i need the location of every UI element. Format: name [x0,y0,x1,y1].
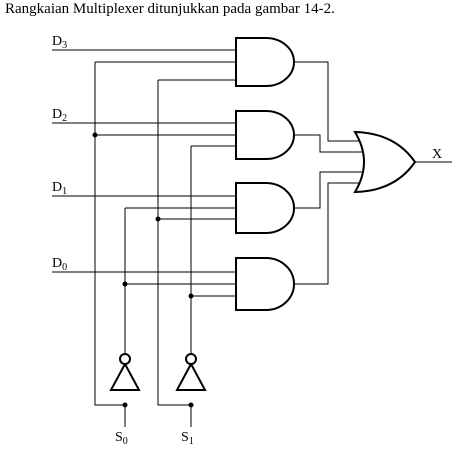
figure-caption: Rangkaian Multiplexer ditunjukkan pada g… [5,1,335,17]
junction-dot [92,132,98,138]
junction-dot [188,402,194,408]
not-gate-s1-bubble [185,353,197,365]
label-d0: D0 [52,256,67,273]
and1-to-or [294,61,362,142]
or-gate [353,130,417,194]
and3-to-or [294,171,366,209]
junction-dot [188,293,194,299]
label-d3: D3 [52,34,67,51]
label-d2: D2 [52,107,67,124]
not-gate-s1 [175,361,207,391]
and-gate-4 [235,257,295,311]
not-gate-s0 [109,361,141,391]
junction-dot [122,402,128,408]
and4-to-or [294,182,362,285]
and2-to-or [294,134,366,153]
and-gate-3 [235,182,295,234]
and-gate-2 [235,110,295,160]
label-s1: S1 [181,430,194,447]
junction-dot [155,216,161,222]
label-s0: S0 [115,430,128,447]
label-d1: D1 [52,180,67,197]
label-output-x: X [432,147,442,162]
s0-rail [94,62,126,427]
not-gate-s0-bubble [119,353,131,365]
s1-rail [157,80,192,427]
junction-dot [122,281,128,287]
and-gate-1 [235,37,295,87]
